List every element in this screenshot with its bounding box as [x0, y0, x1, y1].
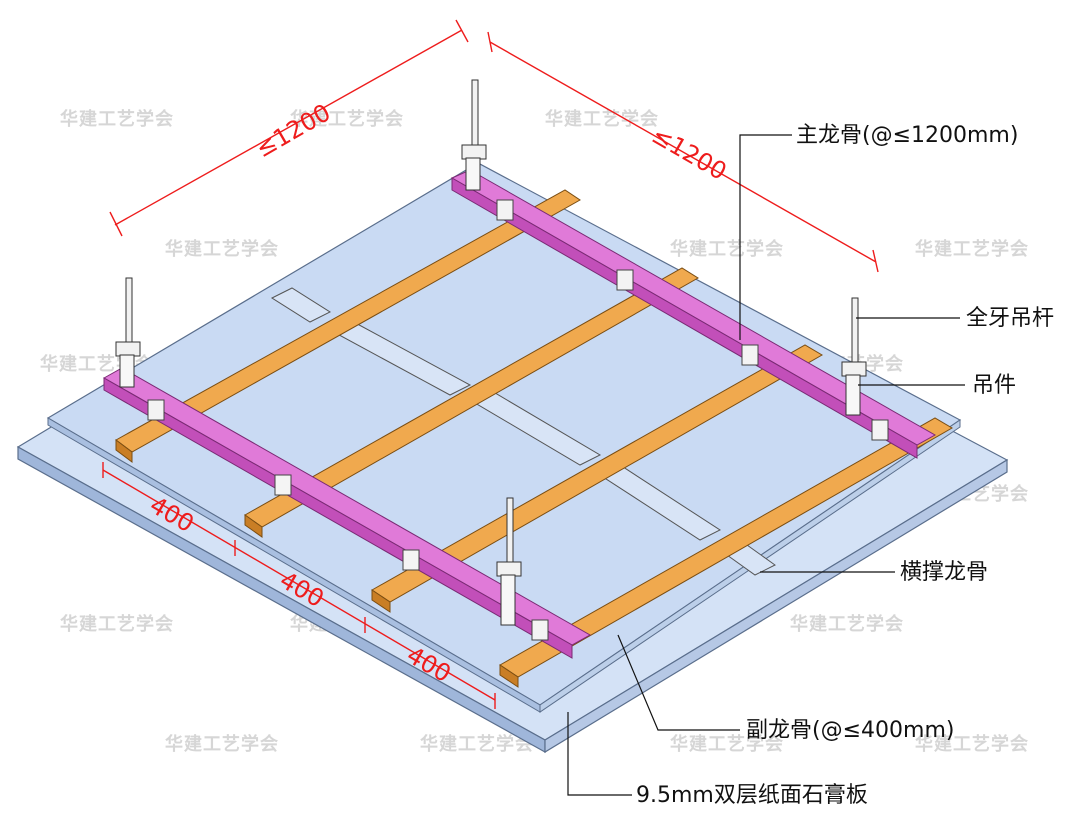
watermark: 华建工艺学会: [545, 108, 659, 130]
keel-connector: [402, 549, 420, 571]
watermark: 华建工艺学会: [915, 733, 1029, 755]
secondary-keel: [244, 267, 699, 538]
watermark: 华建工艺学会: [790, 613, 904, 635]
keel-connector: [274, 474, 292, 496]
label-gypsum-board: 9.5mm双层纸面石膏板: [636, 783, 868, 808]
watermark: 华建工艺学会: [290, 108, 404, 130]
hanger-assembly: [496, 497, 522, 626]
label-main-keel: 主龙骨(@≤1200mm): [796, 123, 1018, 148]
watermark: 华建工艺学会: [915, 238, 1029, 260]
label-hanger: 吊件: [972, 373, 1016, 398]
keel-connector: [871, 419, 889, 441]
hanger-assembly: [115, 277, 141, 388]
label-threaded-rod: 全牙吊杆: [966, 306, 1054, 331]
hangers: [115, 79, 867, 626]
secondary-keel: [115, 189, 581, 463]
main-keels: [102, 169, 937, 659]
secondary-keels: [115, 189, 953, 688]
secondary-keel: [371, 344, 823, 613]
keel-connector: [531, 619, 549, 641]
watermark: 华建工艺学会: [670, 733, 784, 755]
watermark: 华建工艺学会: [165, 238, 279, 260]
dimension-span-right: ≤1200: [647, 121, 731, 186]
main-keel: [450, 169, 937, 459]
hanger-assembly: [841, 297, 867, 416]
keel-connector: [741, 344, 759, 366]
keel-connectors: [147, 199, 889, 641]
watermark: 华建工艺学会: [420, 733, 534, 755]
cross-brace-keel: [270, 287, 332, 323]
watermark: 华建工艺学会: [60, 613, 174, 635]
hanger-assembly: [461, 79, 487, 191]
label-secondary-keel: 副龙骨(@≤400mm): [746, 718, 954, 743]
labels: 主龙骨(@≤1200mm) 全牙吊杆 吊件 横撑龙骨 副龙骨(@≤400mm) …: [636, 123, 1054, 808]
keel-connector: [616, 269, 634, 291]
label-cross-brace-keel: 横撑龙骨: [900, 560, 988, 585]
watermark: 华建工艺学会: [60, 108, 174, 130]
watermark: 华建工艺学会: [165, 733, 279, 755]
leader-lines: [567, 134, 965, 796]
gypsum-board: [16, 162, 1009, 754]
secondary-keel: [499, 417, 953, 688]
keel-connector: [496, 199, 514, 221]
watermark: 华建工艺学会: [670, 238, 784, 260]
board-lower-side-right: [544, 458, 1008, 754]
keel-connector: [147, 399, 165, 421]
